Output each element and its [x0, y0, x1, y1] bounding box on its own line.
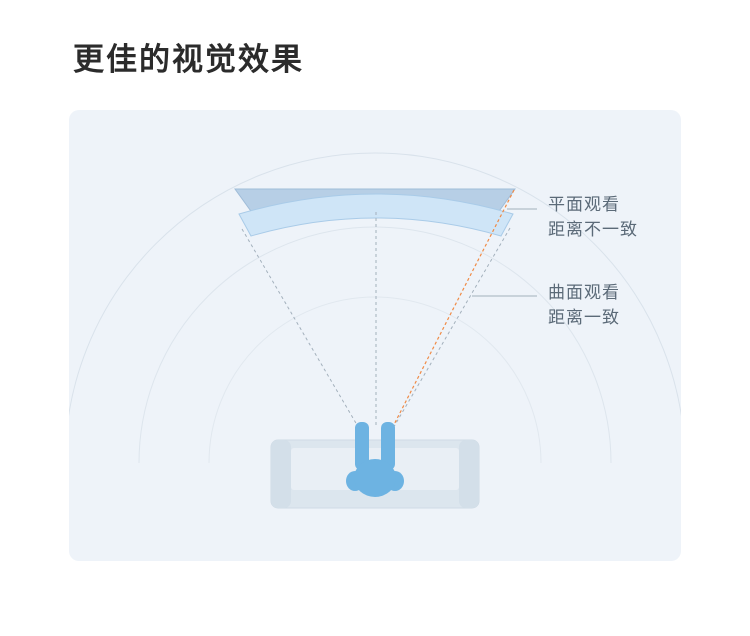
- flat-viewing-label-line1: 平面观看: [548, 195, 620, 215]
- distance-arc-middle: [138, 226, 612, 464]
- page-title: 更佳的视觉效果: [73, 42, 304, 78]
- curved-viewing-label: 曲面观看 距离一致: [548, 281, 620, 331]
- distance-arc-inner: [208, 296, 542, 464]
- sight-line-right-curved: [391, 227, 511, 431]
- flat-viewing-label: 平面观看 距离不一致: [548, 193, 638, 243]
- distance-arc-outer: [69, 152, 681, 464]
- viewer: [346, 422, 404, 497]
- sight-line-left: [241, 228, 361, 431]
- curved-screen: [238, 193, 514, 237]
- curved-viewing-label-line2: 距离一致: [548, 308, 620, 328]
- curved-viewing-label-line1: 曲面观看: [548, 283, 620, 303]
- flat-viewing-label-line2: 距离不一致: [548, 220, 638, 240]
- sight-line-flat-edge: [380, 189, 515, 451]
